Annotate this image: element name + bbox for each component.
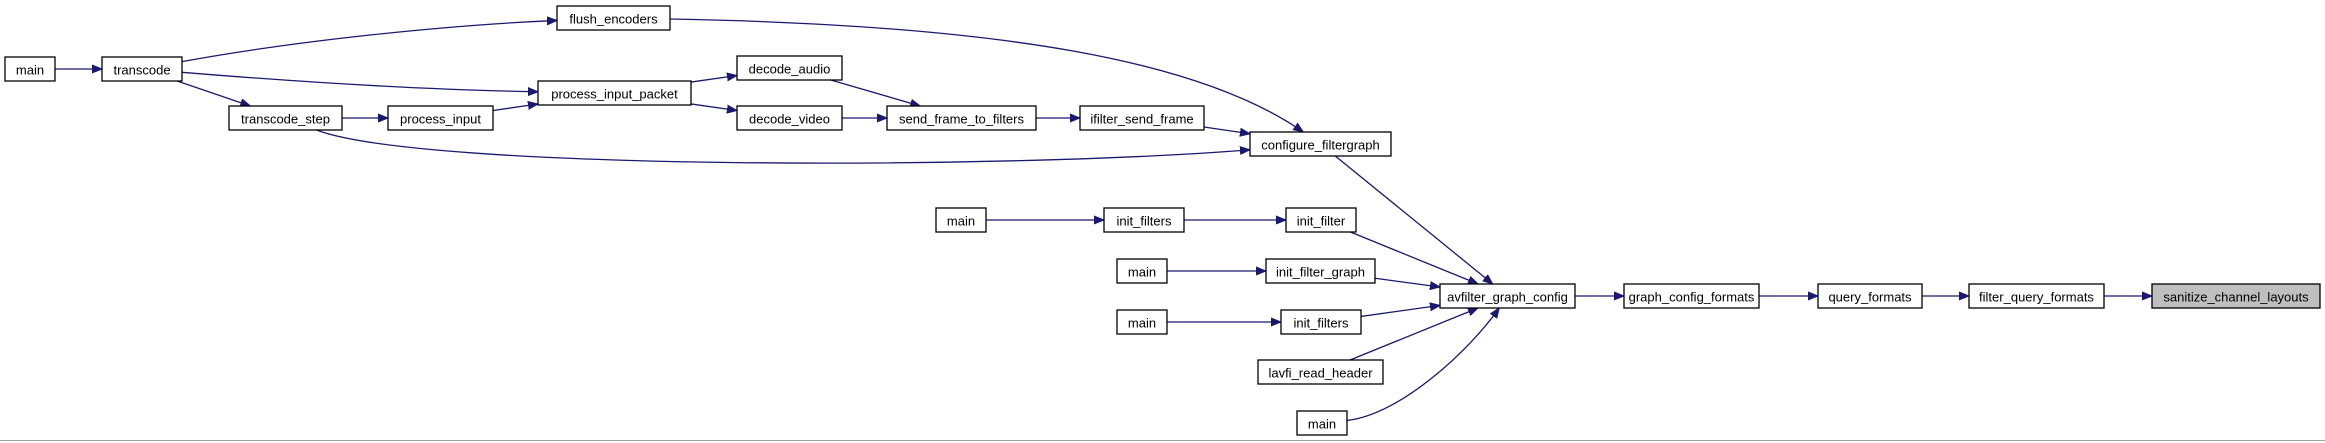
node-filter-query-formats[interactable]: filter_query_formats xyxy=(1968,283,2105,309)
node-box[interactable] xyxy=(4,56,56,82)
edge-init_filter_graph-to-avfilter_graph_config xyxy=(1374,277,1440,287)
node-label: main xyxy=(1308,417,1336,432)
node-flush-encoders[interactable]: flush_encoders xyxy=(556,5,671,31)
node-box[interactable] xyxy=(1249,131,1392,157)
node-avfilter-graph-config[interactable]: avfilter_graph_config xyxy=(1439,283,1576,309)
node-label: query_formats xyxy=(1828,290,1912,305)
node-lavfi-read-header[interactable]: lavfi_read_header xyxy=(1257,359,1384,385)
node-query-formats[interactable]: query_formats xyxy=(1817,283,1923,309)
node-label: main xyxy=(16,63,44,78)
node-label: init_filters xyxy=(1117,214,1172,229)
node-label: main xyxy=(947,214,975,229)
node-box[interactable] xyxy=(1079,105,1205,131)
node-box[interactable] xyxy=(1257,359,1384,385)
edge-main_e-to-avfilter_graph_config xyxy=(1346,308,1499,422)
node-label: process_input_packet xyxy=(551,87,678,102)
node-box[interactable] xyxy=(1296,410,1348,436)
node-box[interactable] xyxy=(1103,207,1185,233)
edge-transcode-to-process_input_packet xyxy=(181,71,538,91)
edge-configure_filtergraph-to-avfilter_graph_config xyxy=(1334,155,1492,284)
node-sanitize-channel-layouts[interactable]: sanitize_channel_layouts xyxy=(2151,283,2321,309)
node-box[interactable] xyxy=(1623,283,1760,309)
edge-transcode-to-transcode_step xyxy=(176,80,250,106)
node-init-filter[interactable]: init_filter xyxy=(1285,207,1357,233)
node-box[interactable] xyxy=(935,207,987,233)
node-label: decode_video xyxy=(749,112,830,127)
node-process-input-packet[interactable]: process_input_packet xyxy=(537,80,692,106)
node-box[interactable] xyxy=(556,5,671,31)
node-label: flush_encoders xyxy=(569,12,658,27)
node-label: init_filters xyxy=(1294,316,1349,331)
node-main-c[interactable]: main xyxy=(1116,258,1168,284)
node-label: init_filter_graph xyxy=(1276,265,1365,280)
edge-process_input_packet-to-decode_video xyxy=(690,103,737,111)
node-box[interactable] xyxy=(1116,309,1168,335)
node-label: avfilter_graph_config xyxy=(1447,290,1568,305)
node-box[interactable] xyxy=(1265,258,1376,284)
node-send-frame-to-filters[interactable]: send_frame_to_filters xyxy=(886,105,1037,131)
node-init-filters-b[interactable]: init_filters xyxy=(1280,309,1362,335)
node-box[interactable] xyxy=(1968,283,2105,309)
node-transcode[interactable]: transcode xyxy=(101,56,183,82)
node-main-b[interactable]: main xyxy=(935,207,987,233)
node-init-filter-graph[interactable]: init_filter_graph xyxy=(1265,258,1376,284)
node-label: init_filter xyxy=(1297,214,1346,229)
node-box[interactable] xyxy=(1280,309,1362,335)
node-decode-video[interactable]: decode_video xyxy=(736,105,843,131)
edges-layer xyxy=(55,18,2152,422)
node-configure-filtergraph[interactable]: configure_filtergraph xyxy=(1249,131,1392,157)
edge-decode_audio-to-send_frame_to_filters xyxy=(830,79,920,106)
edge-init_filter-to-avfilter_graph_config xyxy=(1350,231,1478,285)
node-label: lavfi_read_header xyxy=(1268,366,1373,381)
node-label: main xyxy=(1128,316,1156,331)
node-label: configure_filtergraph xyxy=(1261,138,1380,153)
edge-transcode-to-flush_encoders xyxy=(181,20,557,63)
node-box[interactable] xyxy=(736,55,843,81)
node-box[interactable] xyxy=(537,80,692,106)
edge-process_input_packet-to-decode_audio xyxy=(690,76,737,83)
node-label: process_input xyxy=(400,112,481,127)
node-process-input[interactable]: process_input xyxy=(387,105,494,131)
node-label: filter_query_formats xyxy=(1979,290,2094,305)
node-box[interactable] xyxy=(101,56,183,82)
node-box[interactable] xyxy=(387,105,494,131)
node-box[interactable] xyxy=(1285,207,1357,233)
edge-process_input-to-process_input_packet xyxy=(492,104,538,112)
node-box[interactable] xyxy=(1116,258,1168,284)
node-box[interactable] xyxy=(736,105,843,131)
node-box[interactable] xyxy=(886,105,1037,131)
node-label: send_frame_to_filters xyxy=(899,112,1025,127)
node-label: transcode xyxy=(113,63,170,78)
node-main-e[interactable]: main xyxy=(1296,410,1348,436)
node-box[interactable] xyxy=(2151,283,2321,309)
node-transcode-step[interactable]: transcode_step xyxy=(228,105,343,131)
node-box[interactable] xyxy=(1817,283,1923,309)
node-label: ifilter_send_frame xyxy=(1090,112,1193,127)
node-init-filters-a[interactable]: init_filters xyxy=(1103,207,1185,233)
edge-ifilter_send_frame-to-configure_filtergraph xyxy=(1203,126,1250,134)
node-main-d[interactable]: main xyxy=(1116,309,1168,335)
node-box[interactable] xyxy=(1439,283,1576,309)
node-main-a[interactable]: main xyxy=(4,56,56,82)
node-decode-audio[interactable]: decode_audio xyxy=(736,55,843,81)
edge-flush_encoders-to-configure_filtergraph xyxy=(669,18,1303,132)
node-box[interactable] xyxy=(228,105,343,131)
edge-lavfi_read_header-to-avfilter_graph_config xyxy=(1349,307,1478,361)
node-ifilter-send-frame[interactable]: ifilter_send_frame xyxy=(1079,105,1205,131)
bottom-divider xyxy=(0,440,2325,441)
node-label: graph_config_formats xyxy=(1629,290,1755,305)
nodes-layer: main transcode flush_encoders process_input… xyxy=(4,5,2321,436)
node-label: decode_audio xyxy=(749,62,831,77)
edge-transcode_step-to-configure_filtergraph xyxy=(316,129,1250,164)
node-label: transcode_step xyxy=(241,112,330,127)
node-graph-config-formats[interactable]: graph_config_formats xyxy=(1623,283,1760,309)
node-label: sanitize_channel_layouts xyxy=(2163,290,2309,305)
edge-init_filters_b-to-avfilter_graph_config xyxy=(1360,305,1440,318)
node-label: main xyxy=(1128,265,1156,280)
